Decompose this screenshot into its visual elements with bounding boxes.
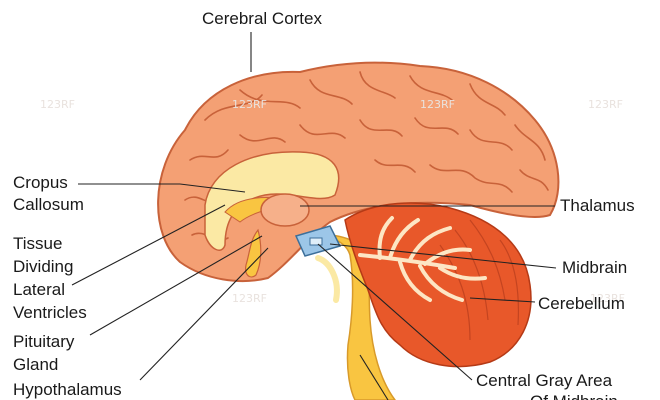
label-central-gray-line2: Of Midbrain (530, 391, 618, 400)
hypothalamus-shape (245, 228, 262, 278)
watermark: 123RF (232, 292, 267, 305)
cortex-gyri (184, 71, 549, 241)
cerebellum-shape (344, 202, 532, 368)
watermark: 123RF (588, 98, 623, 111)
watermark: 123RF (420, 98, 455, 111)
label-tissue-line3: Lateral (13, 280, 65, 299)
label-cropus-callosum-line1: Cropus (13, 173, 68, 192)
corpus-callosum-shape (204, 151, 340, 251)
central-gray-shape (309, 237, 323, 246)
label-cropus-callosum-line2: Callosum (13, 195, 84, 214)
label-central-gray-line1: Central Gray Area (476, 371, 613, 390)
label-tissue-line1: Tissue (13, 234, 63, 253)
label-tissue-line4: Ventricles (13, 303, 87, 322)
label-midbrain: Midbrain (562, 258, 628, 277)
label-cerebellum: Cerebellum (538, 294, 625, 313)
label-tissue-line2: Dividing (13, 257, 74, 276)
arbor-vitae (358, 216, 487, 302)
label-thalamus: Thalamus (560, 196, 635, 215)
watermark: 123RF (232, 98, 267, 111)
leader-lines (71, 32, 557, 400)
label-pituitary-line2: Gland (13, 355, 59, 374)
brainstem-highlight (315, 255, 340, 303)
watermark: 123RF (590, 292, 625, 305)
label-hypothalamus: Hypothalamus (13, 380, 122, 399)
watermark: 123RF (40, 98, 75, 111)
label-cerebral-cortex: Cerebral Cortex (202, 9, 322, 28)
label-pituitary-line1: Pituitary (13, 332, 75, 351)
thalamus-shape (260, 193, 310, 227)
